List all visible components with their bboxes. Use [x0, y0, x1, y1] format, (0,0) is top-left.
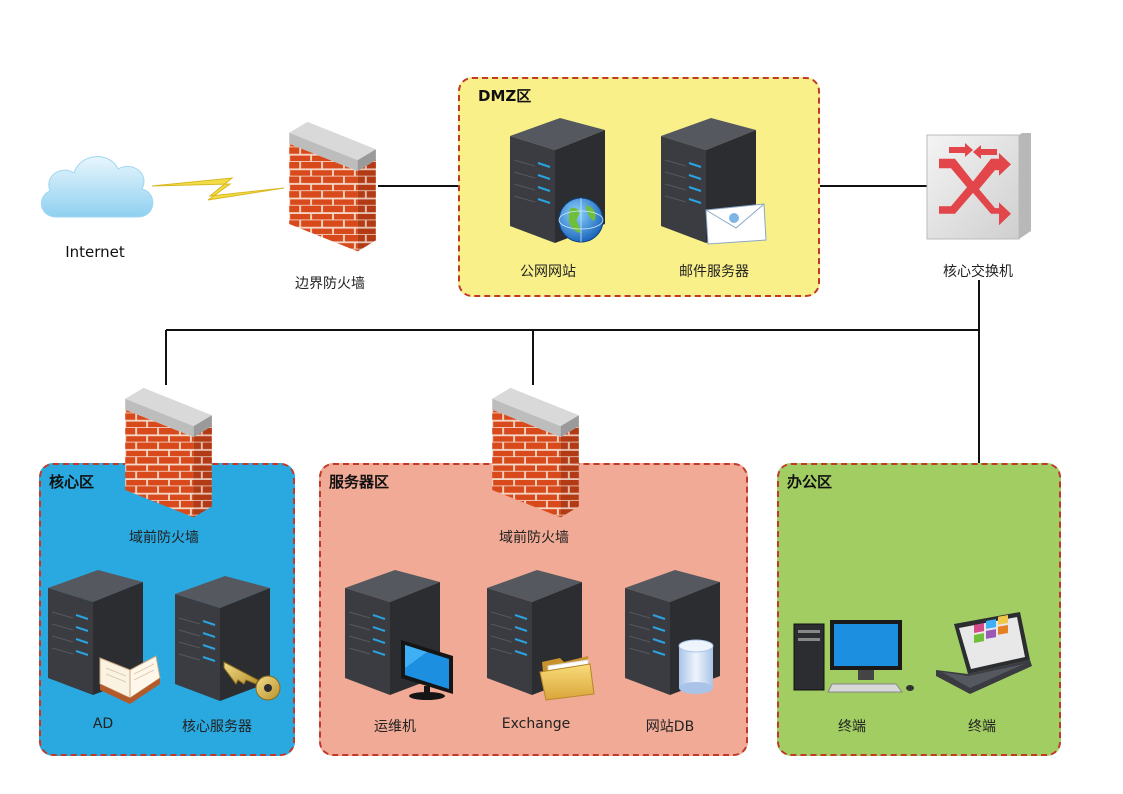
website-db-label: 网站DB	[645, 719, 695, 735]
office-zone: 办公区	[777, 463, 1061, 756]
server-firewall-icon	[492, 387, 579, 518]
server-firewall-label: 域前防火墙	[499, 530, 569, 546]
desktop-pc-icon	[793, 620, 914, 693]
mail-server-label: 邮件服务器	[679, 264, 749, 280]
ops-machine-label: 运维机	[374, 719, 416, 735]
exchange-label: Exchange	[501, 716, 571, 732]
border-firewall-icon	[289, 121, 376, 252]
server-zone-title: 服务器区	[329, 473, 390, 491]
key-icon	[223, 661, 281, 701]
border-firewall-label: 边界防火墙	[295, 276, 365, 292]
core-zone-title: 核心区	[49, 473, 95, 491]
lightning-link	[151, 177, 285, 201]
dmz-zone-title: DMZ区	[478, 87, 532, 105]
terminal-1-label: 终端	[838, 719, 866, 735]
core-firewall-label: 域前防火墙	[129, 530, 199, 546]
cloud-icon	[41, 156, 154, 218]
laptop-icon	[936, 612, 1032, 694]
monitor-icon	[401, 640, 453, 700]
core-switch-icon	[926, 133, 1031, 240]
public-website-label: 公网网站	[520, 264, 576, 280]
core-firewall-icon	[125, 387, 212, 518]
core-server-label: 核心服务器	[182, 719, 252, 735]
internet-label: Internet	[65, 243, 125, 261]
envelope-icon	[705, 203, 767, 245]
database-icon	[678, 639, 714, 694]
globe-icon	[558, 197, 604, 243]
book-icon	[99, 655, 161, 704]
ad-label: AD	[92, 716, 114, 732]
office-zone-title: 办公区	[787, 473, 833, 491]
terminal-2-label: 终端	[968, 719, 996, 735]
folder-icon	[539, 656, 595, 701]
core-switch-label: 核心交换机	[943, 264, 1013, 280]
